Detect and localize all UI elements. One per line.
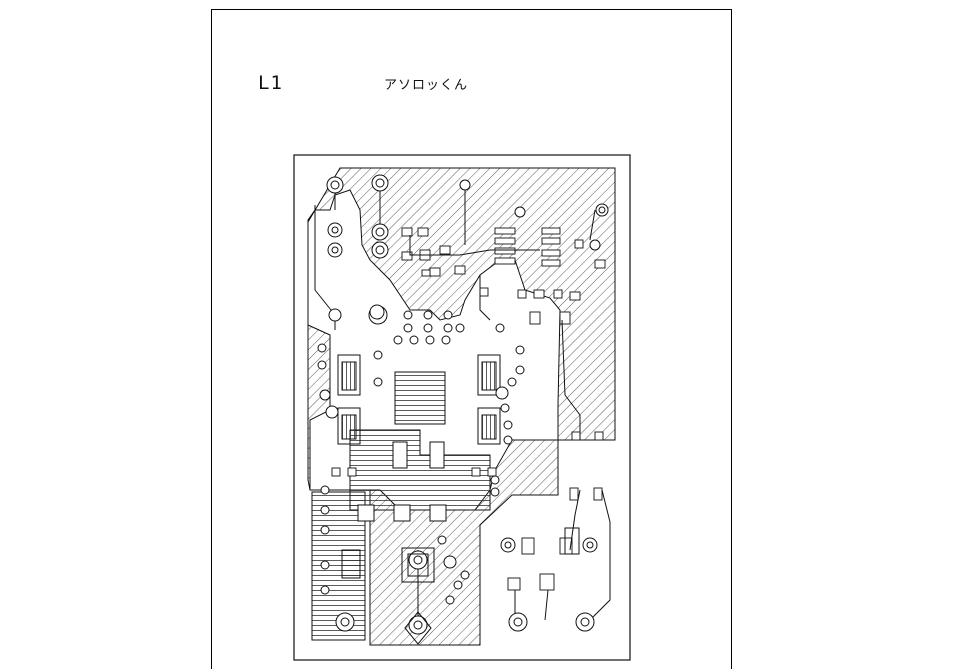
power-zone xyxy=(349,429,491,511)
pcb-layout xyxy=(293,154,631,661)
board-outline xyxy=(293,154,631,661)
transistor-footprint-right xyxy=(477,354,501,445)
transistor-footprint-left xyxy=(337,354,361,445)
board-name: アソロッくん xyxy=(384,78,469,93)
layer-label: L1 xyxy=(258,72,283,94)
heatsink-pad xyxy=(394,371,446,425)
connector-footprints xyxy=(401,527,580,645)
vias xyxy=(317,174,609,635)
